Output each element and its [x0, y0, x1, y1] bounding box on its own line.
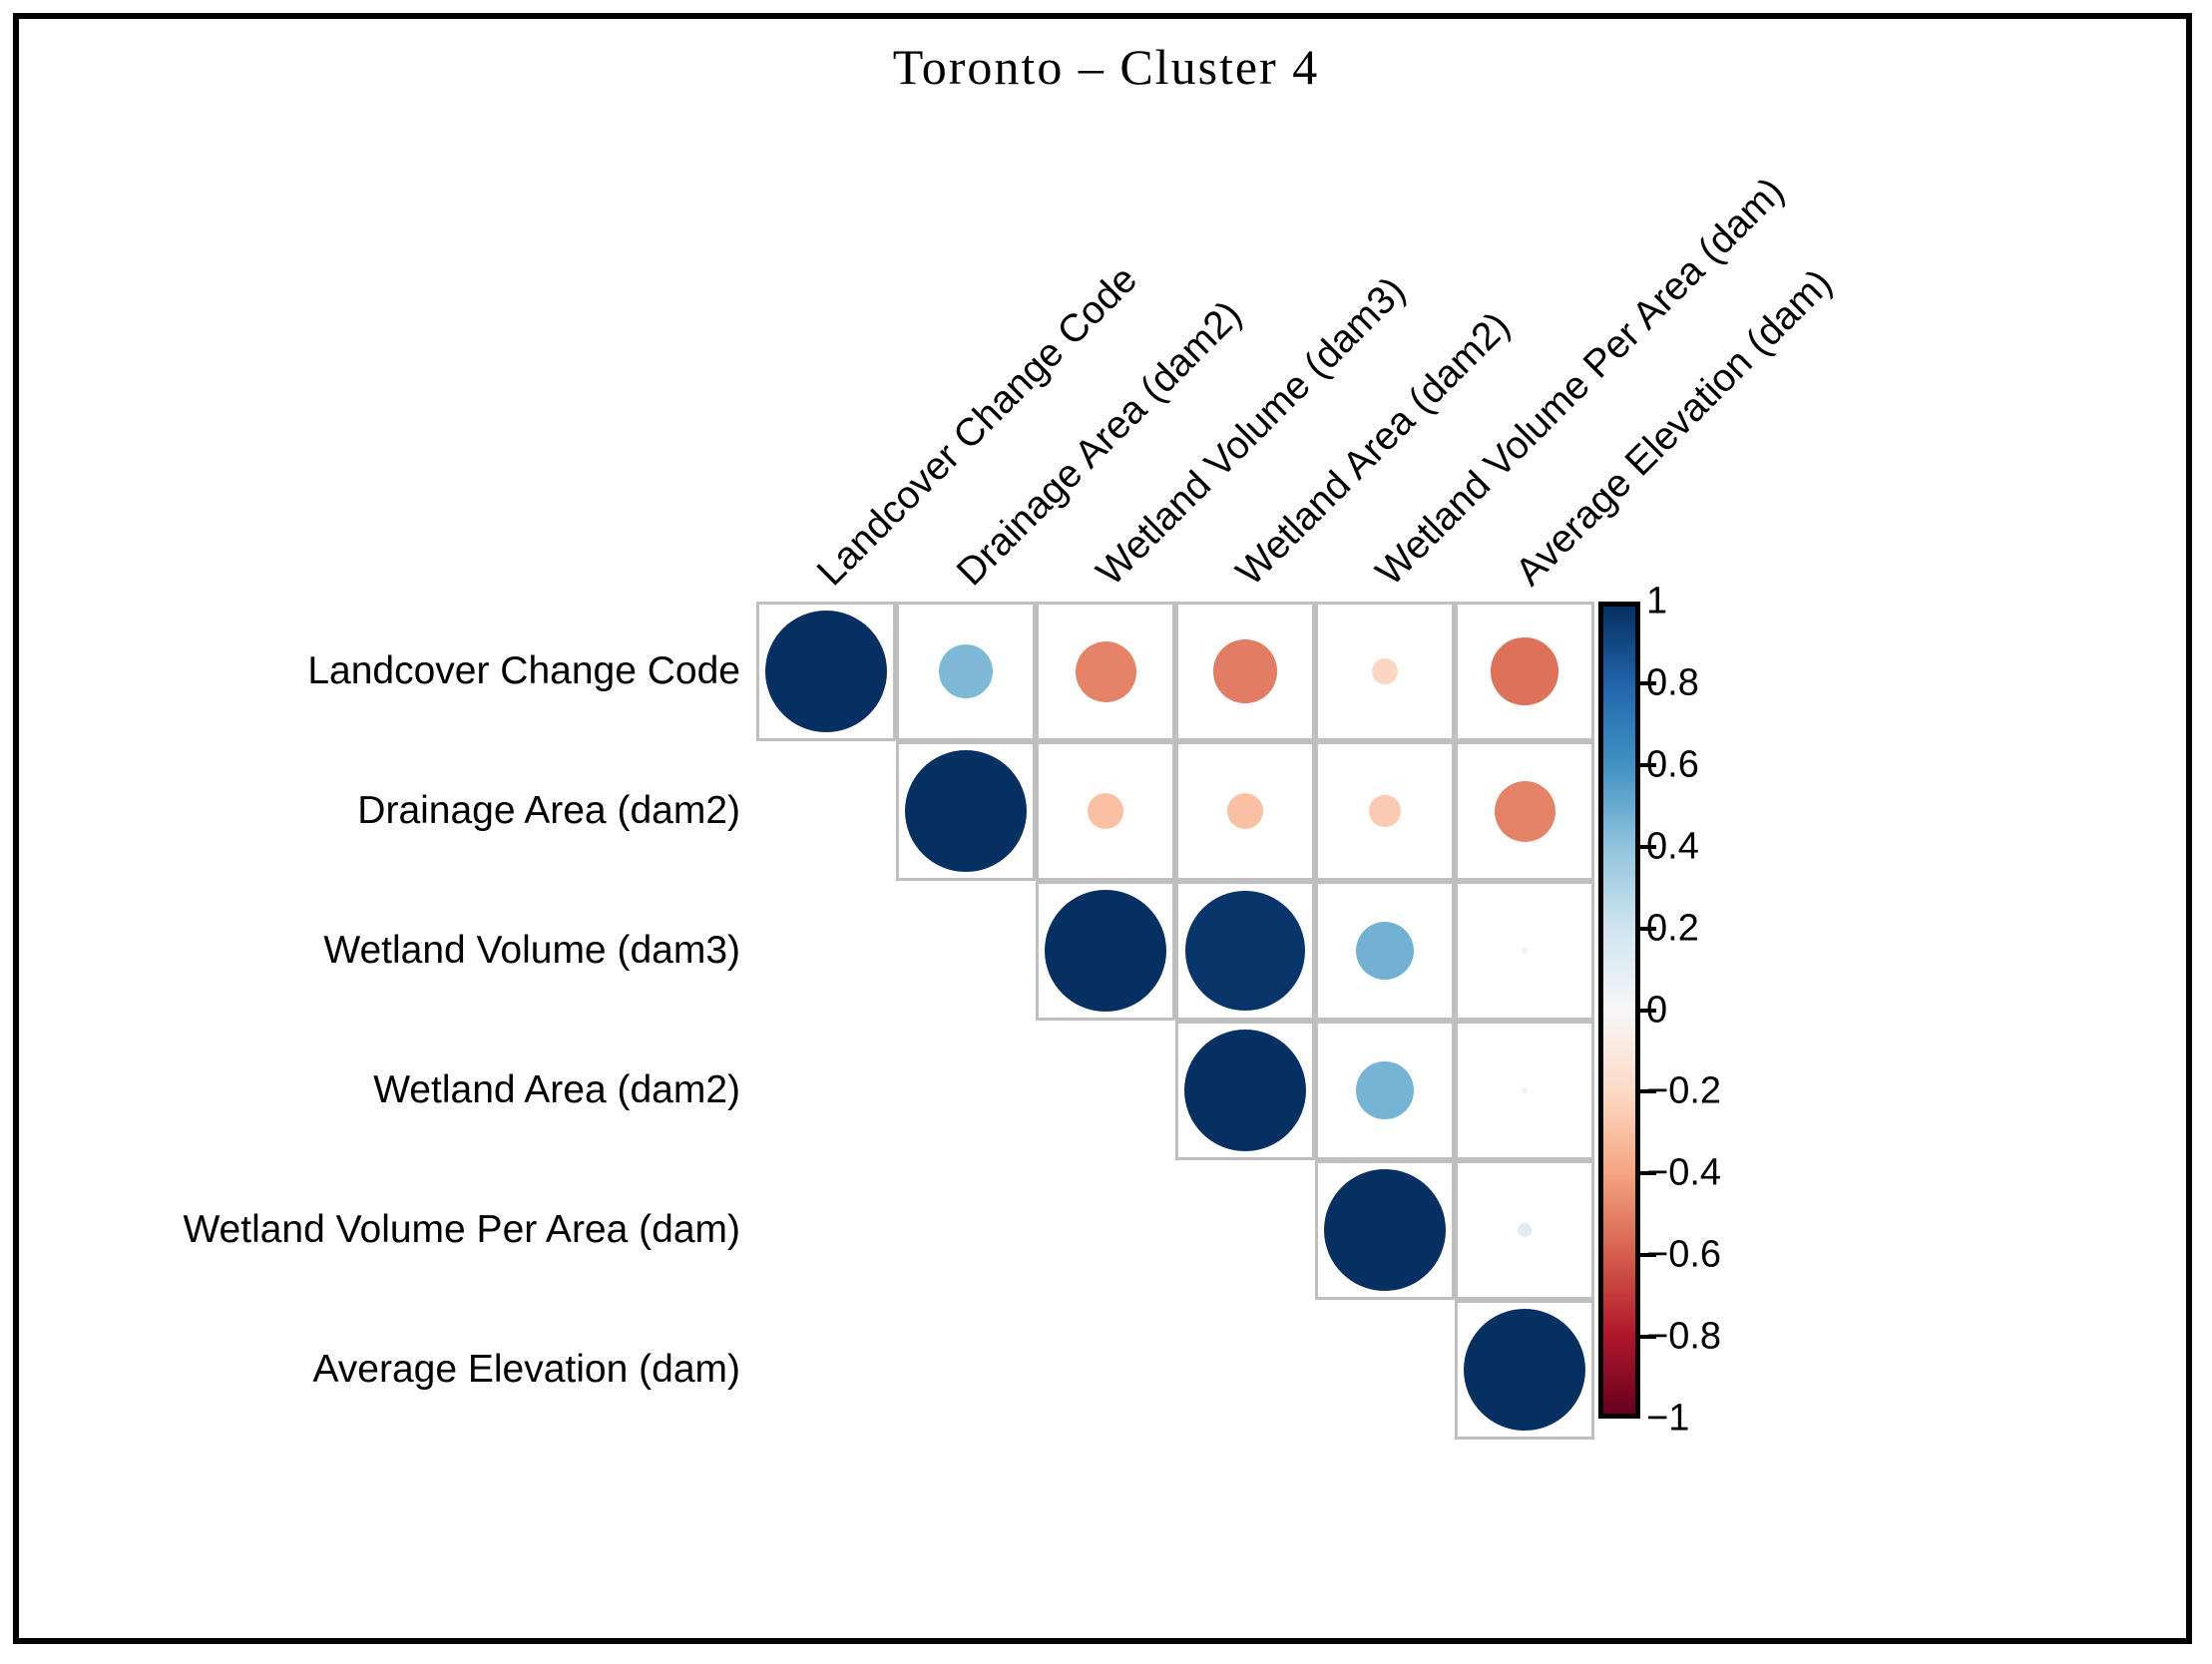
matrix-cell: [1175, 602, 1315, 741]
matrix-cell: [1036, 602, 1175, 741]
matrix-dot: [1185, 891, 1305, 1011]
matrix-cell: [1315, 602, 1455, 741]
matrix-dot: [1464, 1309, 1585, 1431]
colorbar-tick-label-6: −0.2: [1646, 1069, 1722, 1112]
matrix-cell: [1315, 1160, 1455, 1300]
matrix-dot: [905, 750, 1027, 872]
colorbar-tick-label-7: −0.4: [1646, 1151, 1722, 1194]
colorbar-tick-label-8: −0.6: [1646, 1233, 1722, 1276]
matrix-cell: [1455, 741, 1594, 881]
row-label-4: Wetland Volume Per Area (dam): [183, 1208, 740, 1251]
colorbar-tick-label-10: −1: [1646, 1397, 1690, 1440]
matrix-dot: [1355, 921, 1415, 981]
colorbar-tick-mark-6: [1640, 1089, 1656, 1094]
matrix-cell: [1455, 1021, 1594, 1160]
row-label-2: Wetland Volume (dam3): [323, 929, 740, 972]
matrix-dot: [1491, 637, 1558, 705]
row-label-5: Average Elevation (dam): [312, 1348, 740, 1391]
correlation-matrix-plot: [756, 602, 1594, 1440]
colorbar-tick-label-0: 1: [1646, 580, 1668, 623]
matrix-cell: [1036, 881, 1175, 1021]
colorbar: [1598, 602, 1640, 1419]
colorbar-tick-label-5: 0: [1646, 989, 1668, 1031]
row-label-1: Drainage Area (dam2): [357, 789, 740, 832]
matrix-dot: [1324, 1169, 1446, 1291]
colorbar-tick-mark-5: [1640, 1008, 1656, 1013]
matrix-dot: [1184, 1030, 1306, 1151]
matrix-cell: [1455, 602, 1594, 741]
figure-outer-border: [13, 13, 2192, 1644]
matrix-dot: [1369, 795, 1401, 827]
matrix-cell: [896, 741, 1036, 881]
matrix-cell: [1315, 1021, 1455, 1160]
matrix-dot: [1356, 1061, 1414, 1119]
matrix-cell: [1175, 1021, 1315, 1160]
colorbar-tick-label-9: −0.8: [1646, 1315, 1722, 1358]
matrix-dot: [1522, 948, 1528, 954]
colorbar-tick-mark-8: [1640, 1253, 1656, 1258]
matrix-cell: [756, 602, 896, 741]
matrix-cell: [1455, 881, 1594, 1021]
colorbar-tick-mark-1: [1640, 680, 1656, 685]
matrix-dot: [1075, 640, 1136, 702]
colorbar-tick-mark-7: [1640, 1171, 1656, 1176]
matrix-cell: [1455, 1160, 1594, 1300]
chart-title: Toronto – Cluster 4: [892, 39, 1320, 95]
colorbar-tick-mark-4: [1640, 926, 1656, 931]
matrix-cell: [1315, 741, 1455, 881]
matrix-cell: [1315, 881, 1455, 1021]
matrix-dot: [1371, 657, 1399, 685]
matrix-dot: [765, 611, 887, 732]
matrix-cell: [1036, 741, 1175, 881]
matrix-cell: [896, 602, 1036, 741]
matrix-cell: [1175, 881, 1315, 1021]
matrix-dot: [1494, 780, 1555, 842]
row-label-0: Landcover Change Code: [307, 649, 740, 692]
matrix-dot: [1521, 1086, 1529, 1094]
colorbar-tick-mark-3: [1640, 844, 1656, 849]
colorbar-tick-mark-2: [1640, 762, 1656, 767]
matrix-dot: [1087, 792, 1124, 830]
colorbar-gradient: [1603, 607, 1635, 1414]
row-label-3: Wetland Area (dam2): [373, 1068, 740, 1111]
matrix-dot: [1226, 792, 1264, 830]
colorbar-tick-mark-9: [1640, 1335, 1656, 1340]
matrix-dot: [1517, 1222, 1533, 1238]
matrix-dot: [1213, 639, 1277, 703]
matrix-dot: [938, 643, 994, 699]
matrix-cell: [1455, 1300, 1594, 1440]
matrix-dot: [1045, 890, 1166, 1012]
matrix-cell: [1175, 741, 1315, 881]
